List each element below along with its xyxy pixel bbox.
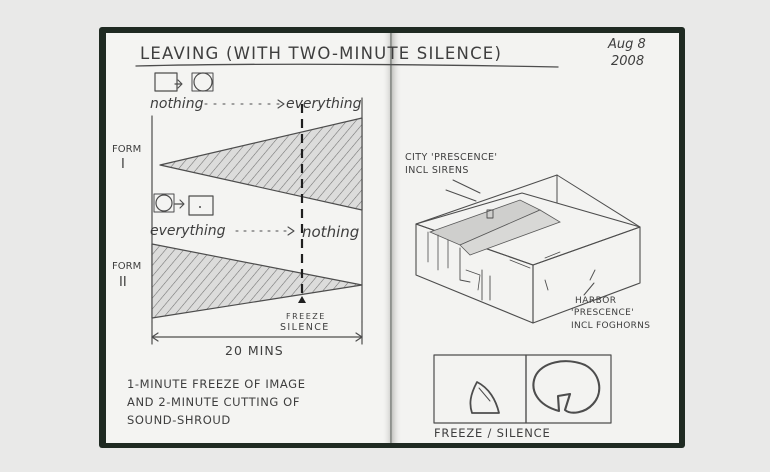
- everything-label-top: everything: [286, 96, 362, 112]
- freeze-label: FREEZE: [286, 312, 326, 321]
- form-two-numeral: II: [119, 275, 127, 290]
- nothing-label-bottom: nothing: [302, 223, 359, 241]
- note-line-2: AND 2-MINUTE CUTTING OF: [127, 395, 300, 409]
- silence-label: SILENCE: [280, 322, 330, 333]
- page-title: LEAVING (WITH TWO-MINUTE SILENCE): [140, 44, 502, 63]
- form-two-label: FORM: [112, 261, 141, 272]
- freeze-silence-label: FREEZE / SILENCE: [434, 426, 551, 440]
- everything-label-bottom: everything: [150, 223, 226, 239]
- city-label: CITY 'PRESCENCE': [405, 152, 497, 163]
- form-one-numeral: I: [121, 157, 125, 172]
- form-one-label: FORM: [112, 144, 141, 155]
- right-page: [392, 33, 679, 443]
- nothing-label-top: nothing: [150, 96, 204, 112]
- book-gutter: [382, 33, 402, 443]
- city-sirens-label: INCL SIRENS: [405, 165, 469, 176]
- note-line-1: 1-MINUTE FREEZE OF IMAGE: [127, 377, 306, 391]
- date-year: 2008: [611, 54, 644, 69]
- note-line-3: SOUND-SHROUD: [127, 413, 231, 427]
- harbor-presence-label: 'PRESCENCE': [571, 308, 634, 318]
- date-month-day: Aug 8: [607, 37, 646, 52]
- harbor-foghorns-label: INCL FOGHORNS: [571, 321, 650, 331]
- duration-label: 20 MINS: [225, 343, 284, 358]
- harbor-label: HARBOR: [575, 296, 617, 306]
